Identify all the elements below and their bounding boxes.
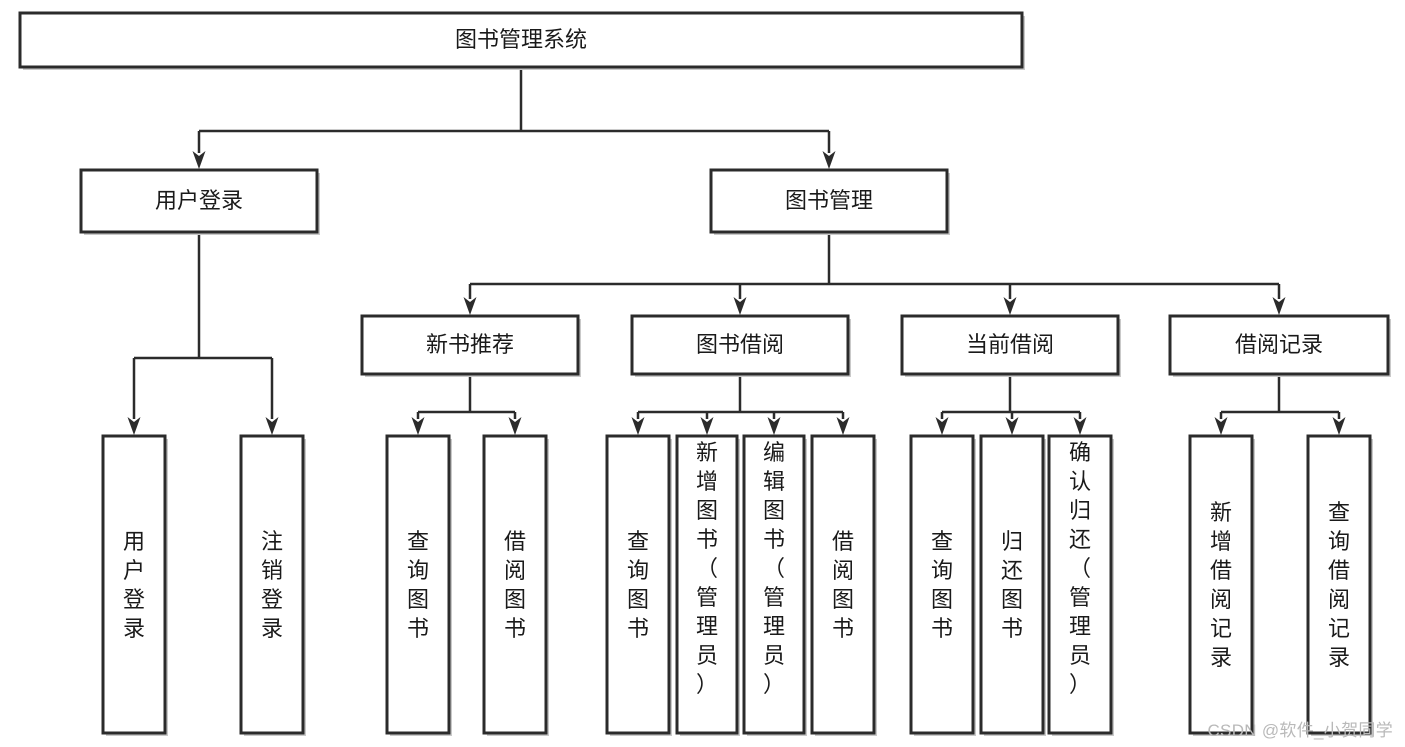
- node-label: 确认归还（管理员）: [1069, 440, 1091, 697]
- node-leaf-query-book-1[interactable]: 查询图书: [385, 434, 452, 736]
- node-box: [900, 314, 1120, 376]
- node-box: [605, 434, 671, 735]
- node-leaf-add-book[interactable]: 新增图书（管理员）: [675, 434, 740, 736]
- node-leaf-user-login[interactable]: 用户登录: [101, 434, 168, 736]
- arrowhead-icon: [463, 297, 477, 315]
- node-leaf-borrow-book-2[interactable]: 借阅图书: [810, 434, 877, 736]
- node-leaf-query-book-2[interactable]: 查询图书: [605, 434, 672, 736]
- arrowhead-icon: [700, 417, 714, 435]
- node-box: [742, 434, 806, 735]
- node-leaf-add-record[interactable]: 新增借阅记录: [1188, 434, 1255, 736]
- node-current[interactable]: 当前借阅: [900, 314, 1121, 377]
- node-root[interactable]: 图书管理系统: [18, 11, 1025, 70]
- node-box: [482, 434, 548, 735]
- node-label: 借阅记录: [1235, 332, 1323, 357]
- node-label: 图书管理: [785, 188, 873, 213]
- node-leaf-user-logout[interactable]: 注销登录: [239, 434, 306, 736]
- arrowhead-icon: [935, 417, 949, 435]
- node-box: [1047, 434, 1113, 735]
- arrowhead-icon: [265, 417, 279, 435]
- node-box: [709, 168, 949, 234]
- node-borrow[interactable]: 图书借阅: [630, 314, 851, 377]
- node-box: [385, 434, 451, 735]
- node-leaf-query-record[interactable]: 查询借阅记录: [1306, 434, 1373, 736]
- node-label: 借阅图书: [832, 529, 854, 641]
- node-label: 注销登录: [261, 529, 283, 641]
- arrowhead-icon: [1272, 297, 1286, 315]
- node-label: 查询图书: [407, 529, 429, 641]
- node-box: [1306, 434, 1372, 735]
- node-box: [675, 434, 739, 735]
- node-box: [810, 434, 876, 735]
- node-box: [1168, 314, 1390, 376]
- node-leaf-query-book-3[interactable]: 查询图书: [909, 434, 976, 736]
- node-newbook[interactable]: 新书推荐: [360, 314, 581, 377]
- arrowhead-icon: [1003, 297, 1017, 315]
- arrowhead-icon: [1073, 417, 1087, 435]
- node-label: 新增借阅记录: [1210, 500, 1232, 670]
- node-label: 图书借阅: [696, 332, 784, 357]
- arrowhead-icon: [836, 417, 850, 435]
- node-label: 图书管理系统: [455, 27, 587, 52]
- node-label: 用户登录: [123, 529, 145, 641]
- node-label: 编辑图书（管理员）: [763, 440, 785, 697]
- node-label: 查询借阅记录: [1328, 500, 1350, 670]
- node-bookmgmt[interactable]: 图书管理: [709, 168, 950, 235]
- arrowhead-icon: [631, 417, 645, 435]
- node-box: [79, 168, 319, 234]
- node-login[interactable]: 用户登录: [79, 168, 320, 235]
- arrowhead-icon: [508, 417, 522, 435]
- arrowhead-icon: [1005, 417, 1019, 435]
- node-leaf-borrow-book-1[interactable]: 借阅图书: [482, 434, 549, 736]
- arrowhead-icon: [767, 417, 781, 435]
- node-label: 归还图书: [1001, 529, 1023, 641]
- arrowhead-icon: [1214, 417, 1228, 435]
- node-box: [101, 434, 167, 735]
- node-box: [979, 434, 1045, 735]
- node-box: [909, 434, 975, 735]
- edge-layer: [127, 67, 1346, 435]
- node-leaf-edit-book[interactable]: 编辑图书（管理员）: [742, 434, 807, 736]
- arrowhead-icon: [822, 151, 836, 169]
- node-label: 借阅图书: [504, 529, 526, 641]
- arrowhead-icon: [1332, 417, 1346, 435]
- node-label: 查询图书: [931, 529, 953, 641]
- node-label: 用户登录: [155, 188, 243, 213]
- arrowhead-icon: [733, 297, 747, 315]
- node-box: [630, 314, 850, 376]
- node-box: [18, 11, 1024, 69]
- node-box: [1188, 434, 1254, 735]
- node-label: 查询图书: [627, 529, 649, 641]
- node-label: 新增图书（管理员）: [696, 440, 718, 697]
- node-layer: 图书管理系统用户登录图书管理新书推荐图书借阅当前借阅借阅记录用户登录注销登录查询…: [18, 11, 1391, 736]
- node-label: 新书推荐: [426, 332, 514, 357]
- node-record[interactable]: 借阅记录: [1168, 314, 1391, 377]
- arrowhead-icon: [192, 151, 206, 169]
- node-label: 当前借阅: [966, 332, 1054, 357]
- node-leaf-return-book[interactable]: 归还图书: [979, 434, 1046, 736]
- node-leaf-confirm-return[interactable]: 确认归还（管理员）: [1047, 434, 1114, 736]
- node-box: [360, 314, 580, 376]
- arrowhead-icon: [127, 417, 141, 435]
- arrowhead-icon: [411, 417, 425, 435]
- node-box: [239, 434, 305, 735]
